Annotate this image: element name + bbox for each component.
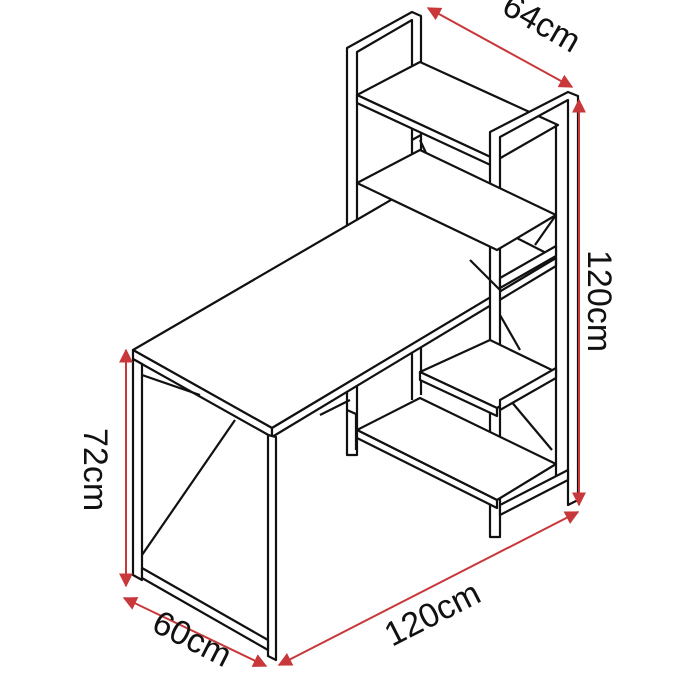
label-desk-height: 72cm	[76, 428, 114, 511]
desk-top	[131, 184, 558, 439]
dimension-lines	[119, 7, 586, 667]
label-shelf-height: 120cm	[580, 250, 618, 352]
label-shelf-depth: 64cm	[496, 0, 587, 60]
dim-64-line	[426, 7, 574, 88]
back-shelf-tower	[345, 10, 560, 457]
dim-60-line	[122, 597, 268, 667]
front-shelf-tower	[355, 90, 580, 539]
dim-120-width-line	[277, 511, 580, 666]
